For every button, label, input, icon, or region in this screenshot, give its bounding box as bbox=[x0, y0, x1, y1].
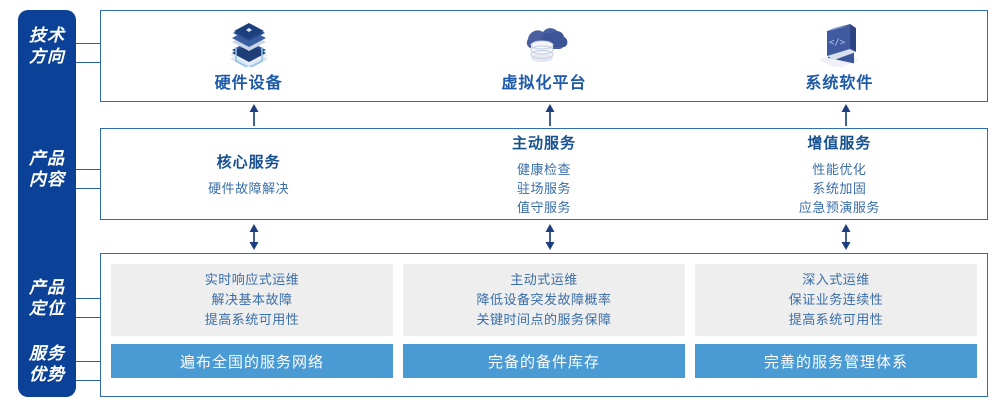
positioning-box[interactable]: 深入式运维 保证业务连续性 提高系统可用性 bbox=[695, 264, 977, 336]
connector-content-upper bbox=[76, 169, 100, 170]
product-content-item: 健康检查 bbox=[516, 161, 571, 177]
product-content-item: 性能优化 bbox=[812, 161, 867, 177]
rail-label-line1: 产品 bbox=[29, 149, 65, 168]
bottom-column-proactive: 主动式运维 降低设备突发故障概率 关键时间点的服务保障 完备的备件库存 bbox=[403, 264, 685, 386]
positioning-line: 关键时间点的服务保障 bbox=[476, 312, 612, 327]
product-content-title: 增值服务 bbox=[807, 134, 872, 152]
connector-advantage-lower bbox=[76, 380, 100, 381]
connector-advantage-upper bbox=[76, 361, 100, 362]
product-content-title: 主动服务 bbox=[511, 134, 576, 152]
rail-label-line2: 内容 bbox=[29, 170, 65, 189]
technology-direction-panel: 硬件设备 bbox=[100, 10, 988, 102]
product-content-item: 系统加固 bbox=[812, 180, 867, 196]
arrow-up-tech-to-content-3 bbox=[839, 104, 853, 126]
positioning-line: 解决基本故障 bbox=[211, 292, 293, 307]
rail-label-service-advantage: 服务 优势 bbox=[18, 343, 76, 385]
rail-label-technology-direction: 技术 方向 bbox=[18, 25, 76, 67]
rail-label-product-positioning: 产品 定位 bbox=[18, 277, 76, 319]
product-content-item: 应急预演服务 bbox=[798, 199, 880, 215]
product-content-column-value-added[interactable]: 增值服务 性能优化 系统加固 应急预演服务 bbox=[692, 129, 987, 219]
product-content-item: 驻场服务 bbox=[516, 180, 571, 196]
connector-technology-lower bbox=[76, 62, 100, 63]
server-stack-icon bbox=[220, 19, 278, 67]
arrow-both-content-to-bottom-3 bbox=[839, 224, 853, 250]
positioning-box[interactable]: 实时响应式运维 解决基本故障 提高系统可用性 bbox=[111, 264, 393, 336]
product-content-title: 核心服务 bbox=[216, 154, 281, 171]
arrow-up-tech-to-content-1 bbox=[247, 104, 261, 126]
rail-label-line1: 服务 bbox=[29, 344, 65, 363]
rail-label-line2: 方向 bbox=[29, 47, 65, 66]
bottom-column-indepth: 深入式运维 保证业务连续性 提高系统可用性 完善的服务管理体系 bbox=[695, 264, 977, 386]
product-content-column-core[interactable]: 核心服务 硬件故障解决 bbox=[101, 129, 396, 219]
connector-positioning-lower bbox=[76, 317, 100, 318]
left-rail bbox=[18, 10, 76, 397]
technology-column-system-software[interactable]: </> 系统软件 bbox=[692, 11, 987, 101]
svg-text:</>: </> bbox=[829, 38, 846, 48]
bottom-column-realtime: 实时响应式运维 解决基本故障 提高系统可用性 遍布全国的服务网络 bbox=[111, 264, 393, 386]
positioning-line: 提高系统可用性 bbox=[788, 312, 884, 327]
positioning-line: 主动式运维 bbox=[510, 272, 578, 287]
product-content-column-proactive[interactable]: 主动服务 健康检查 驻场服务 值守服务 bbox=[396, 129, 691, 219]
technology-label: 虚拟化平台 bbox=[501, 75, 587, 92]
product-content-item: 值守服务 bbox=[516, 199, 571, 215]
advantage-bar[interactable]: 完善的服务管理体系 bbox=[695, 344, 977, 378]
technology-label: 硬件设备 bbox=[214, 75, 283, 92]
rail-label-product-content: 产品 内容 bbox=[18, 148, 76, 190]
connector-positioning-upper bbox=[76, 298, 100, 299]
technology-column-hardware[interactable]: 硬件设备 bbox=[101, 11, 396, 101]
advantage-bar[interactable]: 完备的备件库存 bbox=[403, 344, 685, 378]
positioning-line: 实时响应式运维 bbox=[204, 272, 300, 287]
positioning-line: 深入式运维 bbox=[802, 272, 870, 287]
positioning-line: 提高系统可用性 bbox=[204, 312, 300, 327]
product-content-panel: 核心服务 硬件故障解决 主动服务 健康检查 驻场服务 值守服务 增值服务 性能优… bbox=[100, 128, 988, 220]
connector-content-lower bbox=[76, 188, 100, 189]
rail-label-line2: 优势 bbox=[29, 365, 65, 384]
rail-label-line1: 技术 bbox=[29, 26, 65, 45]
arrow-both-content-to-bottom-1 bbox=[247, 224, 261, 250]
advantage-bar[interactable]: 遍布全国的服务网络 bbox=[111, 344, 393, 378]
technology-column-virtualization[interactable]: 虚拟化平台 bbox=[396, 11, 691, 101]
positioning-line: 保证业务连续性 bbox=[788, 292, 884, 307]
cloud-database-icon bbox=[515, 19, 573, 67]
connector-technology-upper bbox=[76, 43, 100, 44]
rail-label-line2: 定位 bbox=[29, 299, 65, 318]
product-content-item: 硬件故障解决 bbox=[208, 181, 290, 196]
arrow-up-tech-to-content-2 bbox=[543, 104, 557, 126]
positioning-line: 降低设备突发故障概率 bbox=[476, 292, 612, 307]
positioning-and-advantage-panel: 实时响应式运维 解决基本故障 提高系统可用性 遍布全国的服务网络 主动式运维 降… bbox=[100, 253, 988, 397]
technology-label: 系统软件 bbox=[805, 75, 874, 92]
laptop-code-icon: </> bbox=[810, 19, 868, 67]
rail-label-line1: 产品 bbox=[29, 278, 65, 297]
positioning-box[interactable]: 主动式运维 降低设备突发故障概率 关键时间点的服务保障 bbox=[403, 264, 685, 336]
arrow-both-content-to-bottom-2 bbox=[543, 224, 557, 250]
